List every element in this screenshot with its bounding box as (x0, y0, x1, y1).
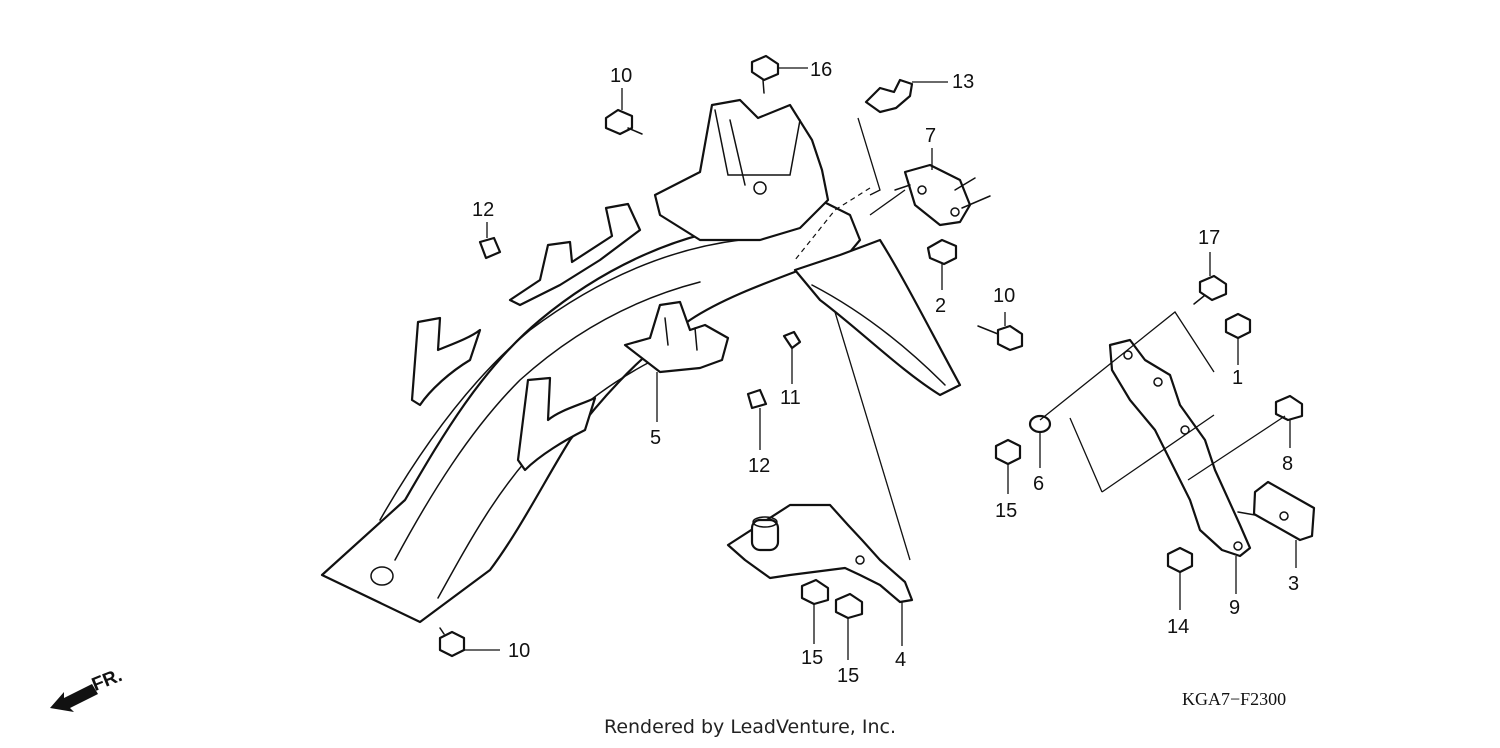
bolt-16 (750, 54, 780, 94)
callout-15-center: 15 (837, 665, 859, 687)
callout-3: 3 (1288, 573, 1299, 595)
callout-12-center: 12 (748, 455, 770, 477)
bolt-17 (1193, 274, 1228, 305)
callout-6: 6 (1033, 473, 1044, 495)
screw-13 (864, 78, 914, 114)
bracket-4-drawing (726, 503, 914, 604)
bolt-10-bottom (438, 627, 466, 658)
bracket-9-drawing (1108, 338, 1252, 558)
callout-labels: 10 16 13 7 12 17 10 2 1 11 5 12 8 15 6 3… (472, 59, 1299, 687)
callout-10-top: 10 (610, 65, 632, 87)
leader-lines (464, 67, 1297, 660)
washer-6 (1028, 414, 1052, 434)
bolt-2 (926, 238, 958, 266)
nut-15-center (834, 592, 864, 620)
callout-7: 7 (925, 125, 936, 147)
nut-15-right (994, 438, 1022, 466)
callout-16: 16 (810, 59, 832, 81)
callout-15-right: 15 (995, 500, 1017, 522)
callout-15-left: 15 (801, 647, 823, 669)
callout-1: 1 (1232, 367, 1243, 389)
nut-1 (1224, 312, 1252, 340)
rear-fender-drawing (320, 98, 962, 624)
direction-label: FR. (89, 665, 125, 696)
callout-4: 4 (895, 649, 906, 671)
bolt-10-top (604, 108, 643, 136)
bolt-10-right (977, 324, 1024, 352)
nut-14 (1166, 546, 1194, 574)
clip-12-center (746, 388, 768, 410)
nut-11 (782, 330, 802, 350)
callout-8: 8 (1282, 453, 1293, 475)
nut-8 (1274, 394, 1304, 422)
front-direction-arrow-icon: FR. (50, 665, 125, 712)
callout-13: 13 (952, 71, 974, 93)
callout-12-left: 12 (472, 199, 494, 221)
callout-14: 14 (1167, 616, 1189, 638)
reflector-3 (1237, 480, 1316, 542)
callout-17: 17 (1198, 227, 1220, 249)
callout-10-right: 10 (993, 285, 1015, 307)
callout-2: 2 (935, 295, 946, 317)
callout-9: 9 (1229, 597, 1240, 619)
clip-12-left (478, 236, 502, 260)
callout-10-bottom: 10 (508, 640, 530, 662)
callout-5: 5 (650, 427, 661, 449)
plate-7-drawing (894, 163, 991, 227)
callout-11: 11 (780, 387, 801, 409)
nut-15-left (800, 578, 830, 606)
render-credit: Rendered by LeadVenture, Inc. (603, 716, 897, 738)
diagram-code: KGA7−F2300 (1182, 689, 1287, 709)
